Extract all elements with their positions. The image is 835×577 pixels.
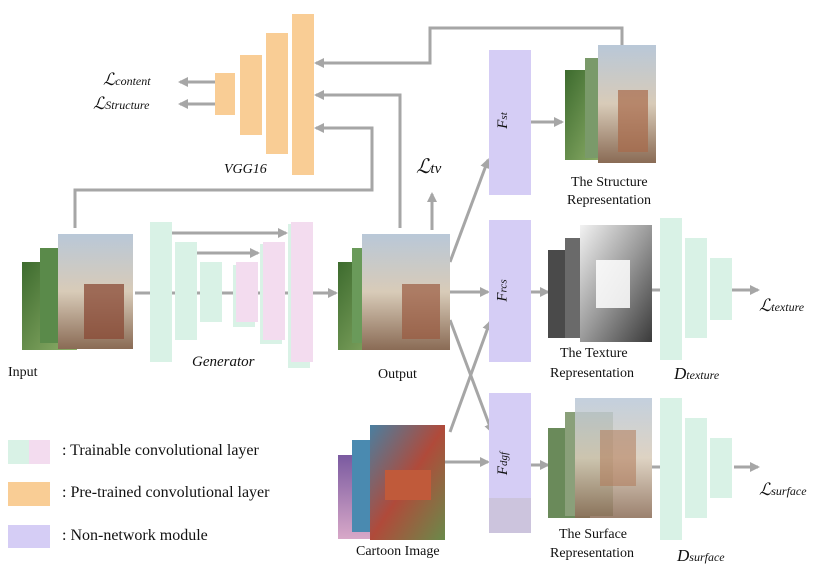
arrow-structure-to-vgg xyxy=(314,26,624,68)
frcs-module xyxy=(489,220,531,362)
texture-rep-label-line1: The Texture xyxy=(560,346,628,361)
texture-image-stack xyxy=(548,225,652,342)
generator-label: Generator xyxy=(192,354,255,370)
legend-swatch-trainable-green xyxy=(8,440,29,464)
input-image-stack xyxy=(22,234,133,350)
legend-swatches xyxy=(8,440,50,548)
vgg-layer-4 xyxy=(292,14,314,175)
input-label: Input xyxy=(8,365,38,380)
gen-conv-6b xyxy=(291,222,313,362)
texture-discriminator xyxy=(660,218,732,360)
vgg-label: VGG16 xyxy=(224,162,267,177)
legend-pretrained-text: : Pre-trained convolutional layer xyxy=(62,484,270,501)
surface-rep-label-line1: The Surface xyxy=(559,527,628,542)
gen-conv-4b xyxy=(236,262,258,322)
gen-conv-2 xyxy=(175,242,197,340)
loss-content-label: ℒcontent xyxy=(103,70,151,89)
frcs-label: Frcs xyxy=(494,279,511,302)
surface-image-stack xyxy=(548,398,652,518)
vgg-layers xyxy=(215,14,314,175)
legend-non-network-text: : Non-network module xyxy=(62,527,208,544)
legend-swatch-non-network xyxy=(8,525,50,548)
arrow-output-to-vgg xyxy=(314,90,402,228)
connectors xyxy=(73,26,760,472)
vgg-layer-1 xyxy=(215,73,235,115)
structure-image-stack xyxy=(565,45,656,163)
legend-trainable-text: : Trainable convolutional layer xyxy=(62,442,259,459)
loss-tv-label: ℒtv xyxy=(416,156,442,178)
vgg-layer-2 xyxy=(240,55,262,135)
generator-layers xyxy=(150,222,313,368)
surface-rep-label-line2: Representation xyxy=(550,546,634,561)
surface-discriminator xyxy=(660,398,732,540)
gen-conv-3 xyxy=(200,262,222,322)
fdgf-module-lower xyxy=(489,498,531,533)
gen-conv-5b xyxy=(263,242,285,340)
fst-module xyxy=(489,50,531,195)
d-surface-label: Dsurface xyxy=(677,546,725,565)
gen-conv-1 xyxy=(150,222,172,362)
legend-swatch-pretrained xyxy=(8,482,50,506)
cartoon-image-stack xyxy=(338,425,445,540)
cartoon-image-label: Cartoon Image xyxy=(356,544,440,559)
vgg-layer-3 xyxy=(266,33,288,154)
loss-surface-label: ℒsurface xyxy=(759,480,807,499)
output-label: Output xyxy=(378,367,417,382)
arrow-output-to-fst xyxy=(448,158,490,263)
d-texture-label: Dtexture xyxy=(674,364,720,383)
fdgf-label: Fdgf xyxy=(495,451,512,476)
texture-rep-label-line2: Representation xyxy=(550,366,634,381)
structure-rep-label-line2: Representation xyxy=(567,193,651,208)
arrow-cartoon-to-frcs xyxy=(448,320,492,433)
loss-structure-label: ℒStructure xyxy=(93,94,150,113)
structure-rep-label-line1: The Structure xyxy=(571,175,648,190)
legend-swatch-trainable-pink xyxy=(29,440,50,464)
output-image-stack xyxy=(338,234,450,350)
arrow-input-to-vgg xyxy=(73,123,374,228)
fst-label: Fst xyxy=(494,112,511,129)
loss-texture-label: ℒtexture xyxy=(759,296,805,315)
